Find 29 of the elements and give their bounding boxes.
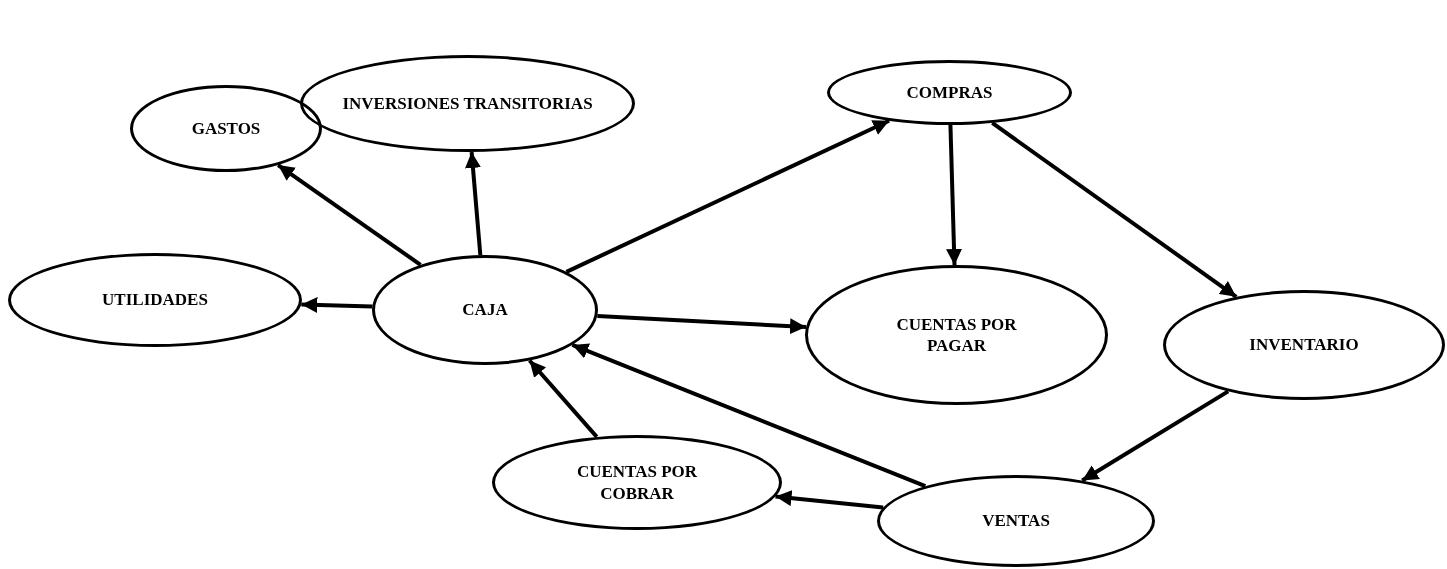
ellipse-node (827, 60, 1072, 125)
node-label: CUENTAS POR COBRAR (575, 461, 699, 504)
node-label: CAJA (462, 299, 508, 321)
ellipse-node (372, 255, 598, 365)
arrow (991, 121, 1238, 299)
ellipse-node (492, 435, 782, 530)
ellipse-node (8, 253, 302, 347)
node-label: CUENTAS POR PAGAR (895, 313, 1018, 357)
node-label: UTILIDADES (102, 289, 208, 311)
ellipse-node (130, 85, 322, 172)
arrow (597, 313, 807, 335)
node-label: COMPRAS (906, 81, 993, 104)
node-label: VENTAS (982, 510, 1050, 532)
arrow (946, 124, 962, 266)
ellipse-node (300, 55, 635, 152)
ellipse-node (1163, 290, 1445, 400)
node-label: INVERSIONES TRANSITORIAS (342, 92, 593, 115)
arrow (565, 118, 890, 274)
arrow (465, 151, 483, 256)
arrow (277, 163, 422, 267)
ellipse-node (877, 475, 1155, 567)
ellipse-node (805, 265, 1108, 405)
node-label: INVENTARIO (1249, 334, 1359, 356)
arrow (775, 490, 884, 510)
arrow (1081, 389, 1230, 483)
node-label: GASTOS (191, 117, 261, 140)
arrow (571, 343, 927, 488)
arrow (528, 359, 599, 439)
arrow (301, 296, 373, 313)
